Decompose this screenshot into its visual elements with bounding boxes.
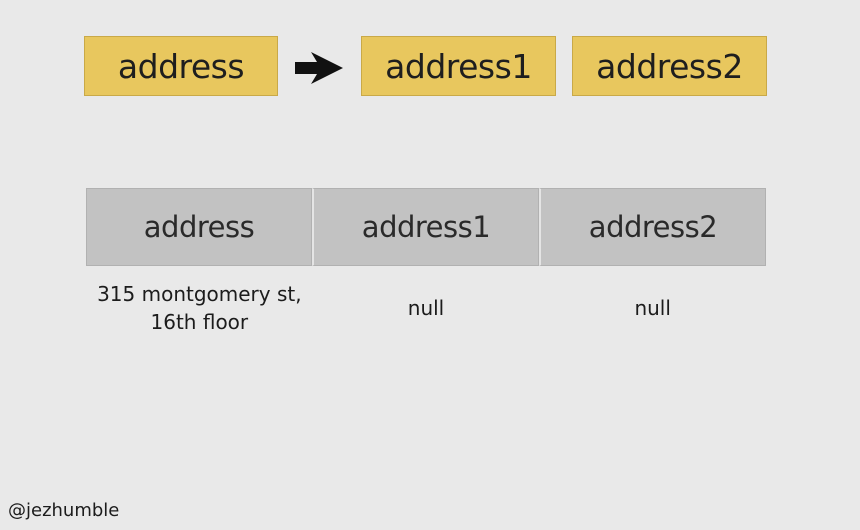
- cell-address: 315 montgomery st, 16th floor: [97, 282, 302, 334]
- source-field-label: address: [117, 46, 245, 86]
- target-field-label-1: address1: [385, 46, 532, 86]
- table-row: 315 montgomery st, 16th floor null null: [86, 280, 766, 336]
- right-arrow-icon: [295, 52, 343, 84]
- address-table: address address1 address2 315 montgomery…: [86, 188, 766, 336]
- column-header-address: address: [86, 188, 312, 266]
- target-field-label-2: address2: [596, 46, 743, 86]
- table-header-row: address address1 address2: [86, 188, 766, 266]
- cell-address2: null: [634, 296, 671, 320]
- column-header-address1: address1: [312, 188, 539, 266]
- cell-address1: null: [407, 296, 445, 320]
- target-field-box-2: address2: [572, 36, 767, 96]
- source-field-box: address: [84, 36, 278, 96]
- target-field-box-1: address1: [361, 36, 556, 96]
- column-header-address2: address2: [539, 188, 766, 266]
- author-handle: @jezhumble: [8, 500, 120, 521]
